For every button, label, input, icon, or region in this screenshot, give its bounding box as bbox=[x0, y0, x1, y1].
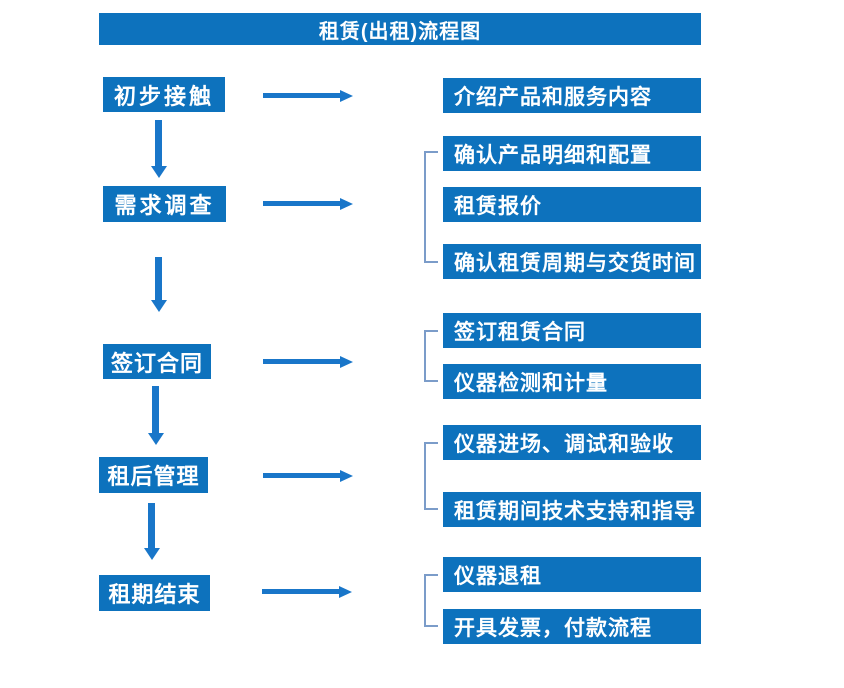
output-instrument-return: 仪器退租 bbox=[443, 557, 701, 592]
output-label: 开具发票，付款流程 bbox=[454, 616, 652, 640]
arrow-head bbox=[340, 469, 353, 482]
output-label: 确认产品明细和配置 bbox=[454, 143, 652, 167]
output-invoice-payment-process: 开具发票，付款流程 bbox=[443, 609, 701, 644]
output-confirm-product-details: 确认产品明细和配置 bbox=[443, 136, 701, 171]
arrow-head bbox=[340, 355, 353, 368]
arrow-head bbox=[340, 197, 353, 210]
step-rental-end: 租期结束 bbox=[99, 575, 210, 611]
arrow-shaft bbox=[263, 93, 340, 98]
output-label: 介绍产品和服务内容 bbox=[454, 85, 652, 109]
arrow-shaft bbox=[263, 359, 340, 364]
right-arrow-icon bbox=[263, 89, 353, 102]
down-arrow-icon bbox=[147, 386, 164, 445]
output-confirm-rental-period-delivery: 确认租赁周期与交货时间 bbox=[443, 244, 701, 279]
down-arrow-icon bbox=[150, 120, 167, 178]
output-label: 仪器检测和计量 bbox=[454, 371, 608, 395]
arrow-shaft bbox=[263, 201, 340, 206]
output-label: 租赁报价 bbox=[454, 194, 542, 218]
step-initial-contact: 初步接触 bbox=[103, 77, 225, 112]
arrow-head bbox=[143, 548, 160, 560]
step-label: 租期结束 bbox=[108, 582, 201, 607]
arrow-head bbox=[147, 433, 164, 445]
output-label: 租赁期间技术支持和指导 bbox=[454, 499, 696, 523]
output-introduce-products-services: 介绍产品和服务内容 bbox=[443, 78, 701, 113]
step-sign-contract: 签订合同 bbox=[103, 344, 211, 379]
output-label: 确认租赁周期与交货时间 bbox=[454, 251, 696, 275]
group-bracket bbox=[424, 442, 438, 510]
arrow-shaft bbox=[155, 120, 162, 166]
output-label: 仪器退租 bbox=[454, 564, 542, 588]
group-bracket bbox=[424, 330, 438, 382]
step-label: 初步接触 bbox=[113, 83, 214, 109]
arrow-shaft bbox=[155, 257, 162, 300]
arrow-head bbox=[339, 585, 352, 598]
step-label: 签订合同 bbox=[110, 350, 203, 376]
right-arrow-icon bbox=[262, 585, 352, 598]
step-demand-survey: 需求调查 bbox=[103, 186, 226, 222]
step-post-rental-management: 租后管理 bbox=[99, 457, 208, 493]
output-label: 仪器进场、调试和验收 bbox=[454, 432, 674, 456]
arrow-head bbox=[340, 89, 353, 102]
arrow-shaft bbox=[263, 473, 340, 478]
diagram-title: 租赁(出租)流程图 bbox=[318, 20, 482, 43]
arrow-head bbox=[150, 166, 167, 178]
step-label: 租后管理 bbox=[107, 464, 200, 489]
group-bracket bbox=[424, 574, 438, 627]
output-label: 签订租赁合同 bbox=[454, 320, 586, 344]
right-arrow-icon bbox=[263, 355, 353, 368]
output-instrument-testing-metering: 仪器检测和计量 bbox=[443, 364, 701, 399]
arrow-head bbox=[150, 300, 167, 312]
output-rental-quote: 租赁报价 bbox=[443, 187, 701, 222]
output-technical-support-guidance: 租赁期间技术支持和指导 bbox=[443, 492, 701, 527]
right-arrow-icon bbox=[263, 197, 353, 210]
output-sign-rental-contract: 签订租赁合同 bbox=[443, 313, 701, 348]
output-instrument-entry-commissioning: 仪器进场、调试和验收 bbox=[443, 425, 701, 460]
arrow-shaft bbox=[262, 589, 339, 594]
diagram-title-bar: 租赁(出租)流程图 bbox=[99, 13, 701, 45]
arrow-shaft bbox=[152, 386, 159, 433]
down-arrow-icon bbox=[143, 503, 160, 560]
down-arrow-icon bbox=[150, 257, 167, 312]
step-label: 需求调查 bbox=[114, 193, 215, 218]
group-bracket bbox=[424, 151, 438, 263]
arrow-shaft bbox=[148, 503, 155, 548]
right-arrow-icon bbox=[263, 469, 353, 482]
